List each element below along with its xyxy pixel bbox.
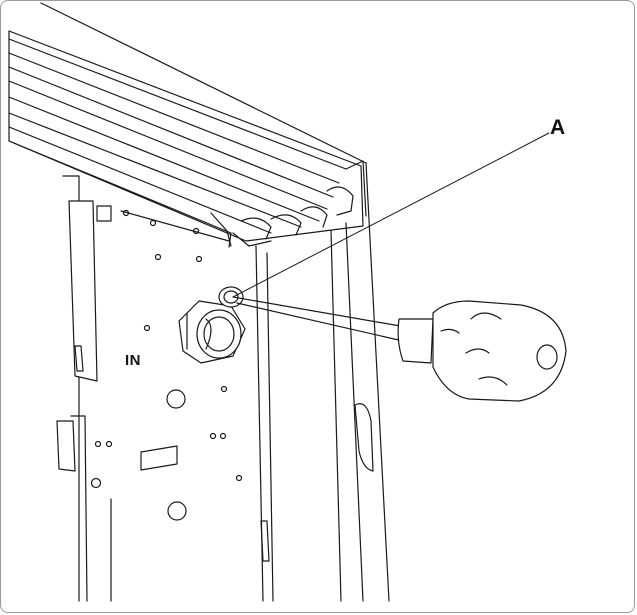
top-rail (8, 2, 367, 248)
cable-gland-icon (178, 286, 246, 364)
screwdriver-icon (232, 296, 567, 402)
callout-leader-line (232, 132, 550, 298)
inlet-label: IN (125, 352, 141, 369)
back-panel (56, 175, 243, 602)
side-frame (255, 162, 390, 602)
callout-label-a: A (550, 116, 566, 139)
